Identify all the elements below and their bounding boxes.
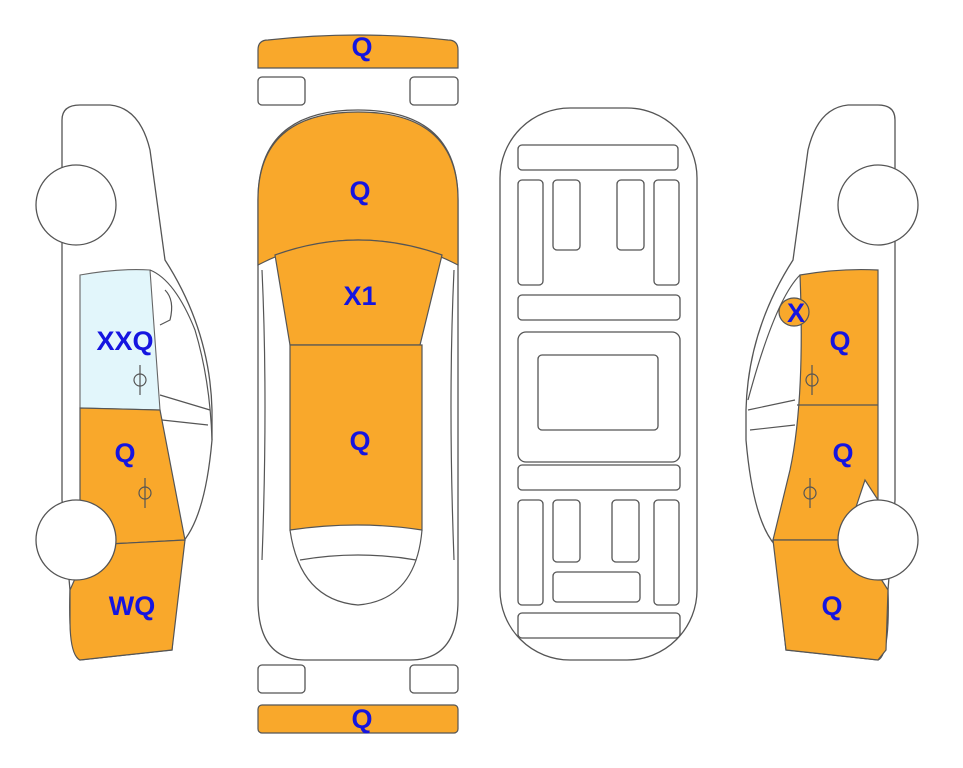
- rear-bumper-panel[interactable]: [257, 704, 459, 734]
- right-mirror-label: X: [787, 298, 805, 328]
- roof-panel[interactable]: [289, 344, 423, 531]
- windshield-label: X1: [343, 281, 376, 311]
- left-fender-label: WQ: [109, 591, 156, 621]
- right-front-door-label: Q: [829, 326, 850, 356]
- right-rear-door-label: Q: [832, 438, 853, 468]
- left-window-label: XXQ: [96, 326, 153, 356]
- right-rear-wheel: [837, 499, 919, 581]
- front-bumper-panel[interactable]: [257, 34, 459, 69]
- roof-label: Q: [349, 426, 370, 456]
- left-door-label: Q: [114, 438, 135, 468]
- left-rear-wheel: [35, 499, 117, 581]
- right-fender-label: Q: [821, 591, 842, 621]
- rear-bumper-label: Q: [351, 704, 372, 734]
- top-view: [257, 34, 459, 734]
- rear-left-light: [257, 664, 306, 694]
- underside-view: [499, 107, 698, 661]
- left-front-wheel: [35, 164, 117, 246]
- hood-label: Q: [349, 176, 370, 206]
- right-side-view: [745, 104, 919, 661]
- right-mirror-panel[interactable]: [778, 297, 810, 327]
- left-side-view: [35, 104, 213, 661]
- rear-right-light: [409, 664, 459, 694]
- front-right-light: [409, 76, 459, 106]
- right-front-wheel: [837, 164, 919, 246]
- front-bumper-label: Q: [351, 32, 372, 62]
- front-left-light: [257, 76, 306, 106]
- windshield-panel[interactable]: [274, 239, 443, 346]
